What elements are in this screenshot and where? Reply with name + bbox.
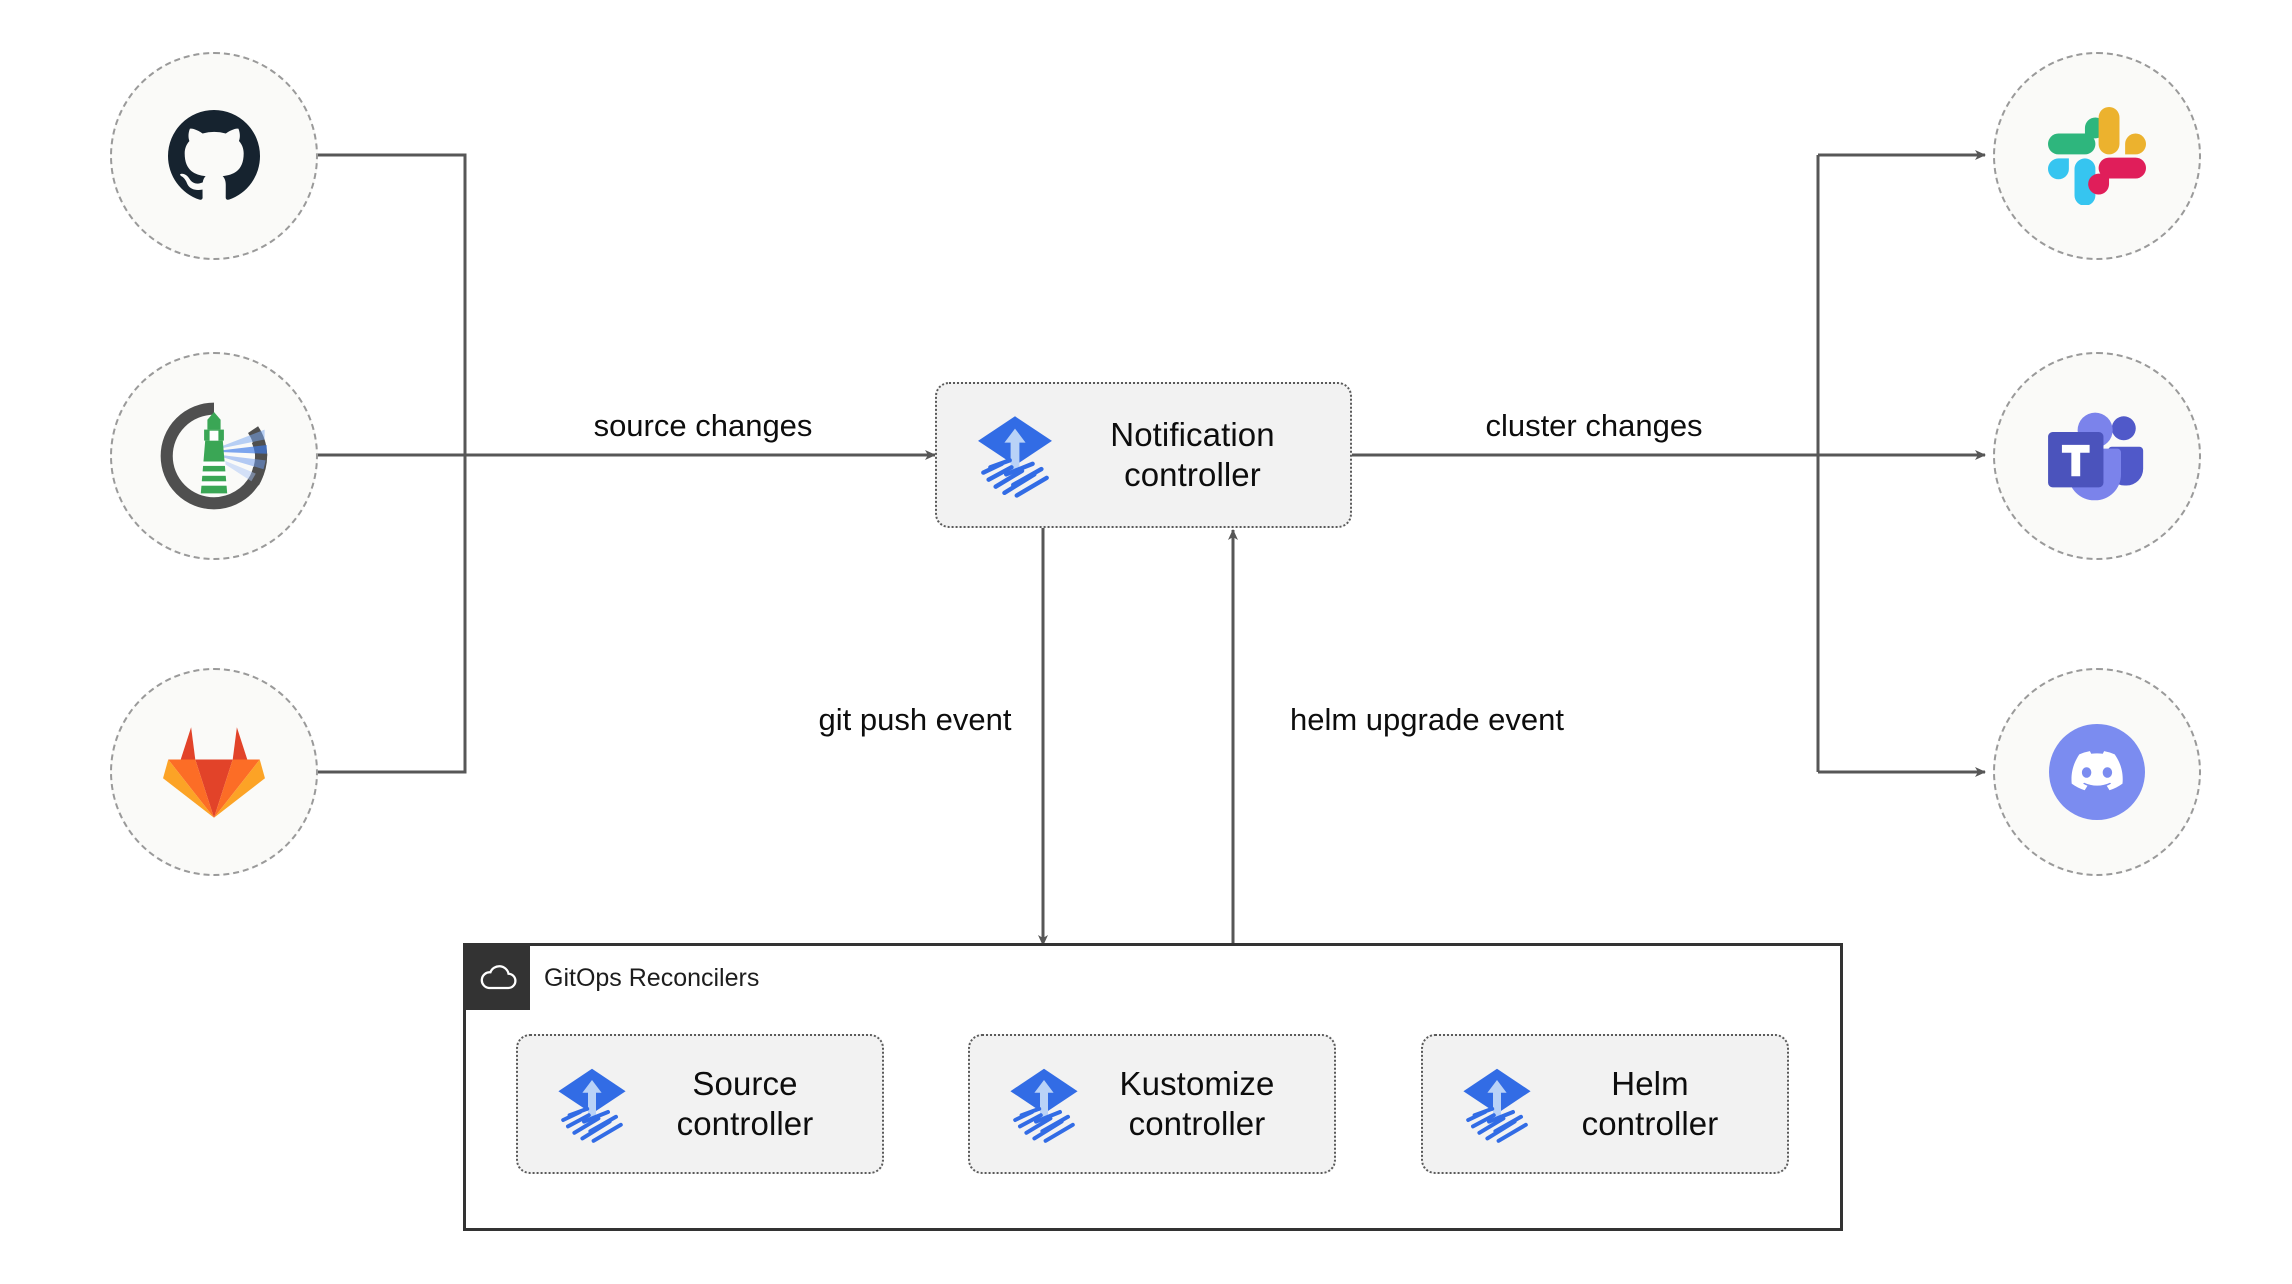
flux-logo-icon [978,416,1052,498]
destination-node-discord[interactable] [1993,668,2201,876]
gitlab-icon [163,727,265,818]
helm-controller-box[interactable]: Helm controller [1421,1034,1789,1174]
cloud-icon [480,965,517,990]
kustomize-controller-label: Kustomize controller [1084,1064,1334,1145]
notification-controller-box[interactable]: Notification controller [935,382,1352,528]
gitops-reconcilers-group: GitOps Reconcilers Source controller [463,943,1843,1231]
destination-node-teams[interactable] [1993,352,2201,560]
source-controller-box[interactable]: Source controller [516,1034,884,1174]
source-node-flagger[interactable] [110,352,318,560]
edge-label-source-changes: source changes [583,408,823,444]
source-node-gitlab[interactable] [110,668,318,876]
helm-controller-line1: Helm [1611,1064,1689,1102]
slack-icon [2048,107,2146,205]
source-node-github[interactable] [110,52,318,260]
source-controller-line1: Source [692,1064,798,1102]
notification-controller-line1: Notification [1110,415,1275,453]
helm-controller-label: Helm controller [1537,1064,1787,1145]
gitops-reconcilers-title: GitOps Reconcilers [544,964,760,992]
flux-logo-icon [1010,1068,1078,1143]
notification-controller-line2: controller [1124,456,1261,493]
edge-label-cluster-changes: cluster changes [1475,408,1713,444]
gitops-reconcilers-tab [466,946,530,1010]
edge-label-git-push-event: git push event [808,702,1022,738]
source-controller-label: Source controller [632,1064,882,1145]
flux-logo-icon [1463,1068,1531,1143]
flagger-lighthouse-icon [160,402,268,510]
ms-teams-icon [2048,412,2144,501]
helm-controller-line2: controller [1581,1105,1719,1142]
github-icon [167,110,261,200]
notification-controller-label: Notification controller [1059,415,1350,496]
kustomize-controller-line1: Kustomize [1119,1064,1275,1102]
flux-logo-icon [558,1068,626,1143]
kustomize-controller-line2: controller [1128,1105,1266,1142]
discord-icon [2049,724,2145,820]
edge-label-helm-upgrade-event: helm upgrade event [1279,702,1575,738]
source-controller-line2: controller [676,1105,814,1142]
destination-node-slack[interactable] [1993,52,2201,260]
kustomize-controller-box[interactable]: Kustomize controller [968,1034,1336,1174]
